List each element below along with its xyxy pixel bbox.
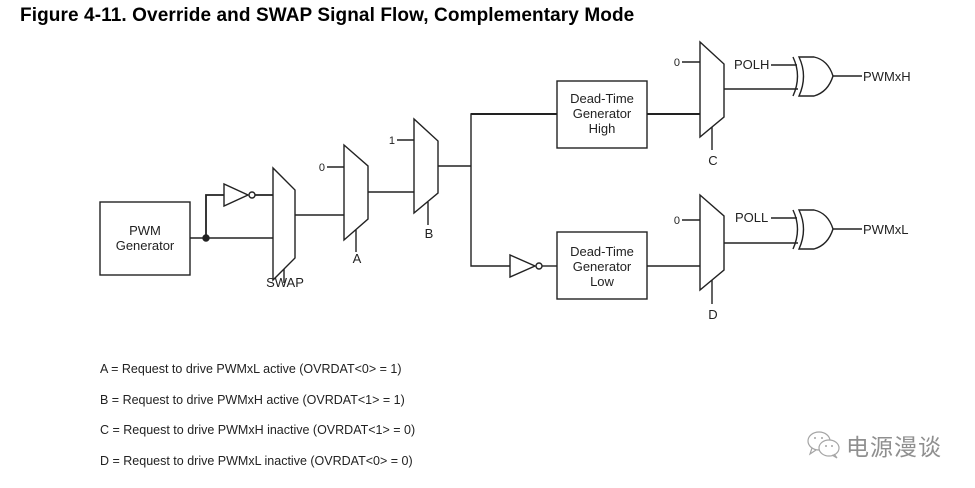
mux-d-const-label: 0 <box>674 215 680 227</box>
legend-item-a: A = Request to drive PWMxL active (OVRDA… <box>100 362 402 376</box>
figure-title: Figure 4-11. Override and SWAP Signal Fl… <box>20 5 635 26</box>
mux-a-const-label: 0 <box>319 162 325 174</box>
legend: A = Request to drive PWMxL active (OVRDA… <box>100 360 415 482</box>
deadtime-low-label-2: Generator <box>573 259 632 274</box>
inverter-1-bubble <box>248 191 256 199</box>
pwm-generator-label-1: PWM <box>129 223 161 238</box>
mux-d <box>699 193 725 292</box>
deadtime-high-label-1: Dead-Time <box>570 91 634 106</box>
xor-gate-low <box>792 209 834 250</box>
mux-a <box>343 143 369 242</box>
inverter-1 <box>223 182 250 208</box>
mux-c-select-label: C <box>708 153 717 168</box>
wechat-icon <box>807 431 840 459</box>
legend-item-c: C = Request to drive PWMxH inactive (OVR… <box>100 423 416 437</box>
mux-a-select-label: A <box>353 251 362 266</box>
xor-gate-high <box>792 56 834 97</box>
mux-b-select-label: B <box>425 226 434 241</box>
deadtime-low-label-1: Dead-Time <box>570 244 634 259</box>
deadtime-high-label-2: Generator <box>573 106 632 121</box>
wire-to-inverter <box>205 194 224 238</box>
watermark: 电源漫谈 <box>806 428 942 462</box>
deadtime-high-label-3: High <box>589 121 616 136</box>
pwmxh-output-label: PWMxH <box>863 69 911 84</box>
watermark-text: 电源漫谈 <box>846 435 942 461</box>
pwmxl-output-label: PWMxL <box>863 222 909 237</box>
inverter-2-bubble <box>535 262 543 270</box>
polh-label: POLH <box>734 57 769 72</box>
legend-item-b: B = Request to drive PWMxH active (OVRDA… <box>100 392 405 407</box>
poll-label: POLL <box>735 210 768 225</box>
wire-split <box>470 113 557 267</box>
deadtime-low-label-3: Low <box>590 274 614 289</box>
swap-mux <box>272 166 296 282</box>
mux-b-const-label: 1 <box>389 135 395 147</box>
pwm-generator-label-2: Generator <box>116 238 175 253</box>
inverter-2 <box>509 253 537 279</box>
legend-item-d: D = Request to drive PWMxL inactive (OVR… <box>100 453 413 468</box>
swap-label: SWAP <box>266 275 304 290</box>
mux-d-select-label: D <box>708 307 717 322</box>
mux-c-const-label: 0 <box>674 57 680 69</box>
mux-c <box>699 40 725 139</box>
mux-b <box>413 117 439 215</box>
